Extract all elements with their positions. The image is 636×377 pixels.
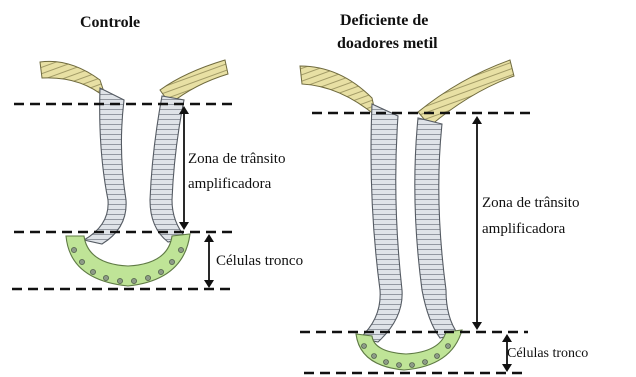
deficient-guides (300, 113, 530, 373)
deficient-left-villus (300, 66, 376, 116)
control-title: Controle (80, 12, 140, 34)
deficient-right-wall (415, 118, 458, 338)
control-zone-label-line1: Zona de trânsito (188, 149, 285, 170)
deficient-zone-label-line1: Zona de trânsito (482, 193, 579, 214)
deficient-title-line2: doadores metil (337, 33, 438, 55)
deficient-zone-arrow (472, 116, 482, 330)
control-left-villus (40, 61, 106, 98)
deficient-crypt (300, 60, 514, 370)
deficient-zone-label-line2: amplificadora (482, 219, 565, 240)
control-stem-arrow (204, 234, 214, 288)
deficient-title-line1: Deficiente de (340, 10, 428, 32)
control-right-wall (150, 96, 186, 242)
deficient-stem-label: Células tronco (507, 343, 588, 364)
deficient-stem-cell-cup (356, 330, 462, 370)
deficient-left-wall (360, 104, 402, 342)
control-stem-label: Células tronco (216, 251, 303, 272)
control-crypt (40, 60, 228, 286)
control-left-wall (84, 88, 126, 244)
deficient-right-villus (418, 60, 514, 126)
control-zone-label-line2: amplificadora (188, 174, 271, 195)
